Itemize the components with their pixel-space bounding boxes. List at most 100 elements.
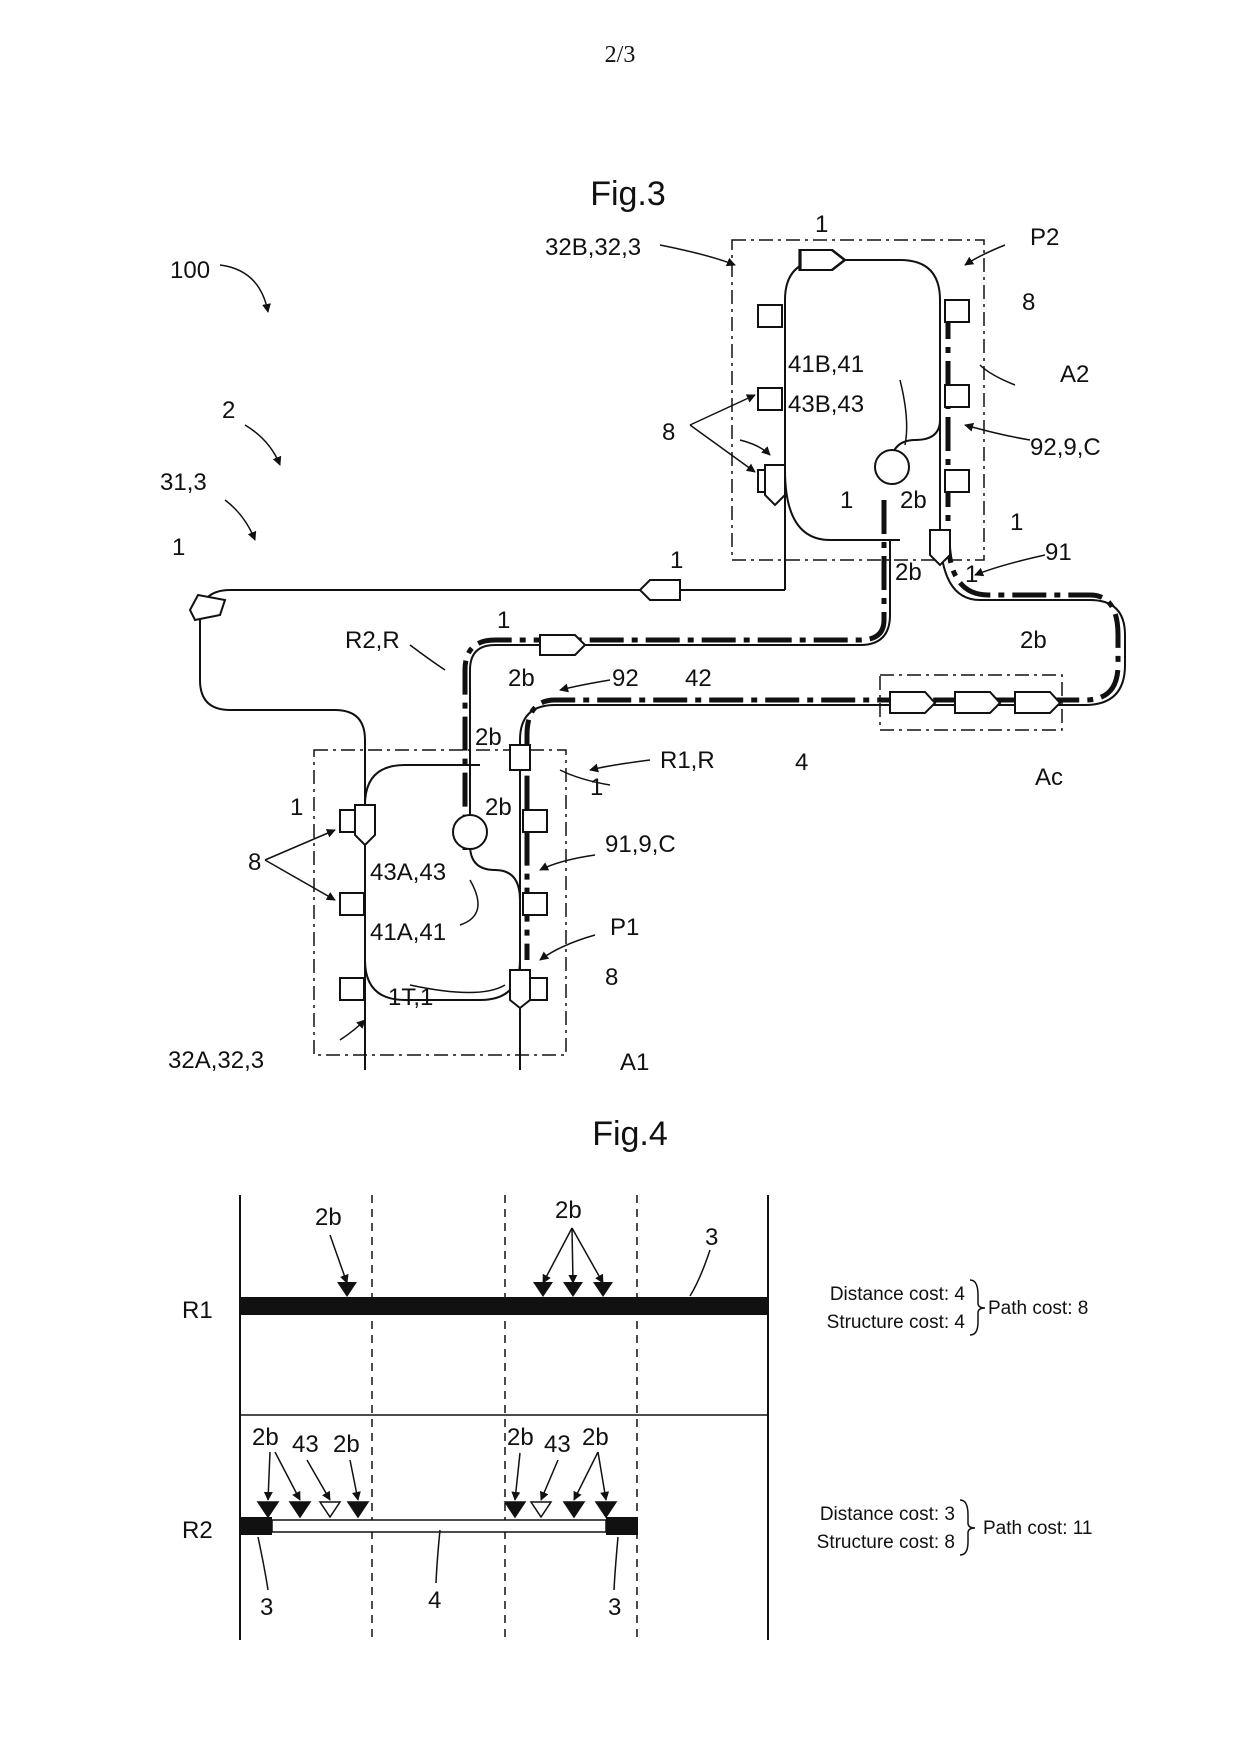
station <box>522 892 548 916</box>
label-node-lower: 43A,43 <box>370 859 446 886</box>
junction-marker <box>256 1501 280 1519</box>
route-name: R1 <box>182 1297 213 1324</box>
fig3-title: Fig.3 <box>590 175 666 213</box>
label-vehicle: 1 <box>1010 509 1023 536</box>
label-route-r1: R1,R <box>660 747 715 774</box>
station <box>944 384 970 408</box>
label-branch-lower: 41A,41 <box>370 919 446 946</box>
label-vehicle: 1 <box>670 547 683 574</box>
route-r1-row: R1 2b 2b 3 Distance cost: 4 Structure co… <box>182 1197 1088 1336</box>
junction-marker <box>346 1501 370 1519</box>
junction-label: 2b <box>333 1431 360 1458</box>
label-area-a1: A1 <box>620 1049 649 1076</box>
junction-label: 2b <box>507 1424 534 1451</box>
junction-marker <box>337 1282 357 1297</box>
track-network <box>199 259 1126 1070</box>
label-node-upper: 43B,43 <box>788 391 864 418</box>
rail-bar <box>240 1297 768 1315</box>
node-43b-icon <box>874 449 910 485</box>
label-junction: 2b <box>508 665 535 692</box>
junction-marker <box>563 1282 583 1297</box>
junction-marker <box>594 1501 618 1519</box>
rail-label: 3 <box>608 1594 621 1621</box>
label-route-c-upper: 92,9,C <box>1030 434 1101 461</box>
label-route-92: 92 <box>612 665 639 692</box>
label-vehicle: 1 <box>172 534 185 561</box>
junction-label: 2b <box>582 1424 609 1451</box>
structure-cost: Structure cost: 8 <box>817 1532 955 1553</box>
structure-cost: Structure cost: 4 <box>827 1312 966 1333</box>
vehicle-icon <box>354 804 376 847</box>
vehicle-icon <box>638 579 681 601</box>
station <box>944 469 970 493</box>
station <box>757 304 783 328</box>
rail-bar <box>606 1517 638 1535</box>
label-vehicle: 1 <box>815 211 828 238</box>
vehicle-icon <box>539 634 587 656</box>
path-cost: Path cost: 11 <box>983 1518 1093 1539</box>
label-junction: 2b <box>900 487 927 514</box>
node-43a-icon <box>452 814 488 850</box>
path-cost: Path cost: 8 <box>988 1298 1088 1319</box>
fig4-grid <box>239 1195 769 1640</box>
vehicle-icon <box>929 529 951 567</box>
junction-label: 2b <box>555 1197 582 1224</box>
rail-label: 3 <box>705 1224 718 1251</box>
label-vehicle: 1 <box>497 607 510 634</box>
label-branch-upper: 41B,41 <box>788 351 864 378</box>
label-main-loop: 31,3 <box>160 469 207 496</box>
vehicle-icon <box>509 744 531 771</box>
stations <box>339 299 970 1001</box>
station <box>944 299 970 323</box>
label-station: 8 <box>605 964 618 991</box>
route-r2-row: R2 2b 43 2b 2b 43 2b <box>182 1424 1093 1621</box>
label-vehicle-target: 1T,1 <box>388 984 433 1011</box>
vehicle-icon <box>889 691 937 714</box>
label-connector-path: 42 <box>685 665 712 692</box>
label-junction: 2b <box>485 794 512 821</box>
vehicles <box>188 249 1062 1010</box>
distance-cost: Distance cost: 3 <box>820 1504 955 1525</box>
junction-marker <box>533 1282 553 1297</box>
junction-label: 2b <box>252 1424 279 1451</box>
label-vehicle: 1 <box>590 774 603 801</box>
label-route-91: 91 <box>1045 539 1072 566</box>
connector-bar <box>271 1519 607 1533</box>
node-label: 43 <box>292 1431 319 1458</box>
label-area-a2: A2 <box>1060 361 1089 388</box>
label-vehicle: 1 <box>965 561 978 588</box>
area-a2-box <box>731 239 985 561</box>
fig4-title: Fig.4 <box>592 1115 668 1153</box>
label-station: 8 <box>1022 289 1035 316</box>
area-boxes <box>313 239 1063 1056</box>
rail-bar <box>240 1517 272 1535</box>
label-network: 2 <box>222 397 235 424</box>
vehicle-icon <box>954 691 1002 714</box>
junction-label: 2b <box>315 1204 342 1231</box>
leader-lines <box>219 244 1046 1041</box>
node-marker <box>318 1501 342 1519</box>
label-station: 8 <box>248 849 261 876</box>
station <box>339 892 365 916</box>
label-connector: 4 <box>795 749 808 776</box>
station <box>339 977 365 1001</box>
label-vehicle: 1 <box>840 487 853 514</box>
label-station: 8 <box>662 419 675 446</box>
rail-label: 3 <box>260 1594 273 1621</box>
label-lower-area: 32A,32,3 <box>168 1047 264 1074</box>
vehicle-icon <box>798 249 847 271</box>
label-junction: 2b <box>1020 627 1047 654</box>
station <box>757 387 783 411</box>
junction-marker <box>288 1501 312 1519</box>
label-route-r2: R2,R <box>345 627 400 654</box>
fig3: Fig.3 <box>160 175 1126 1076</box>
station <box>522 809 548 833</box>
node-label: 43 <box>544 1431 571 1458</box>
area-a1-box <box>313 749 567 1056</box>
distance-cost: Distance cost: 4 <box>830 1284 966 1305</box>
label-port-p2: P2 <box>1030 224 1059 251</box>
junction-marker <box>503 1501 527 1519</box>
route-overlays <box>462 305 1121 960</box>
label-system: 100 <box>170 257 210 284</box>
